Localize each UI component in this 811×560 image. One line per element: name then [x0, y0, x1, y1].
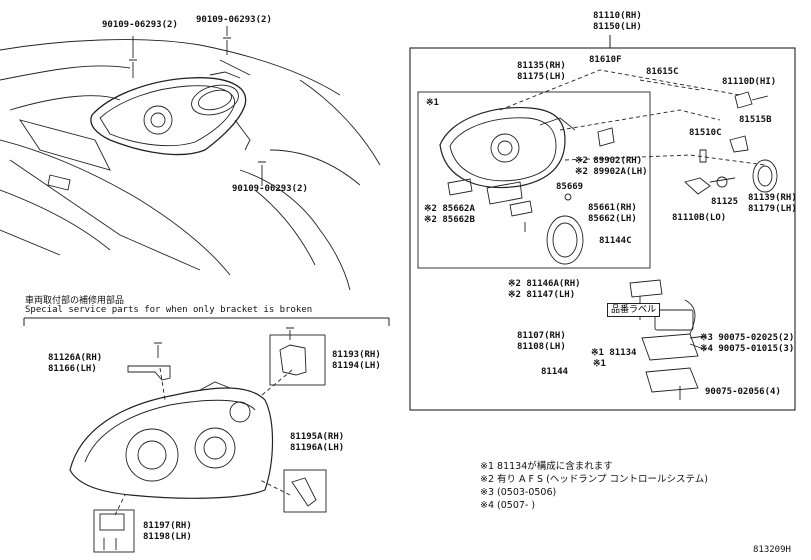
screw-90075-02025: ※3 90075-02025(2): [700, 333, 795, 343]
part-81139: 81139(RH): [748, 193, 797, 203]
diagram-code: 813209H: [753, 545, 791, 555]
special-parts-en: Special service parts for when only brac…: [25, 305, 313, 315]
part-81195a: 81195A(RH): [290, 432, 345, 442]
screw-90075-02056: 90075-02056(4): [705, 387, 781, 397]
part-81134: ※1 81134: [591, 348, 637, 358]
part-81510c: 81510C: [689, 128, 722, 138]
part-81147: ※2 81147(LH): [508, 290, 576, 300]
part-85662a: ※2 85662A: [424, 204, 475, 214]
car-front-illustration: [0, 26, 381, 291]
part-81179: 81179(LH): [748, 204, 797, 214]
bolt-label-b: 90109-06293(2): [196, 15, 272, 25]
part-81196a: 81196A(LH): [290, 443, 345, 453]
part-81107: 81107(RH): [517, 331, 566, 341]
part-81150-lh: 81150(LH): [593, 22, 642, 32]
main-headlamp-illustration: [439, 69, 778, 400]
part-81110b: 81110B(LO): [672, 213, 727, 223]
screw-90075-01015: ※4 90075-01015(3): [700, 344, 795, 354]
part-number-label-tag: 品番ラベル: [607, 303, 661, 317]
mark-81144: ※1: [593, 359, 606, 369]
part-81144: 81144: [541, 367, 569, 377]
part-81146a: ※2 81146A(RH): [508, 279, 581, 289]
main-assembly-frame: [409, 35, 796, 411]
part-85669: 85669: [556, 182, 584, 192]
note-4: ※4 (0507- ): [480, 500, 536, 511]
bracket-lamp-illustration: [69, 327, 327, 553]
special-parts-box: [23, 317, 390, 326]
part-81110d: 81110D(HI): [722, 77, 777, 87]
part-89902a: ※2 89902A(LH): [575, 167, 648, 177]
bolt-label-c: 90109-06293(2): [232, 184, 308, 194]
mark-1: ※1: [426, 98, 439, 108]
special-parts-jp: 車両取付部の補修用部品: [25, 296, 125, 306]
part-81135: 81135(RH): [517, 61, 566, 71]
part-81108: 81108(LH): [517, 342, 566, 352]
note-3: ※3 (0503-0506): [480, 487, 557, 498]
note-1: ※1 81134が構成に含まれます: [480, 461, 613, 472]
part-81194: 81194(LH): [332, 361, 381, 371]
part-81193: 81193(RH): [332, 350, 381, 360]
part-81110-rh: 81110(RH): [593, 11, 642, 21]
note-2: ※2 有り A F S (ヘッドランプ コントロールシステム): [480, 474, 708, 485]
part-81197: 81197(RH): [143, 521, 192, 531]
part-81615c: 81615C: [646, 67, 679, 77]
part-81125: 81125: [711, 197, 739, 207]
part-81515b: 81515B: [739, 115, 772, 125]
part-81175: 81175(LH): [517, 72, 566, 82]
bolt-label-a: 90109-06293(2): [102, 20, 178, 30]
part-81144c: 81144C: [599, 236, 632, 246]
part-85661: 85661(RH): [588, 203, 637, 213]
part-89902: ※2 89902(RH): [575, 156, 643, 166]
part-81166: 81166(LH): [48, 364, 97, 374]
part-81198: 81198(LH): [143, 532, 192, 542]
part-81610f: 81610F: [589, 55, 622, 65]
part-81126a: 81126A(RH): [48, 353, 103, 363]
part-85662: 85662(LH): [588, 214, 637, 224]
part-85662b: ※2 85662B: [424, 215, 475, 225]
